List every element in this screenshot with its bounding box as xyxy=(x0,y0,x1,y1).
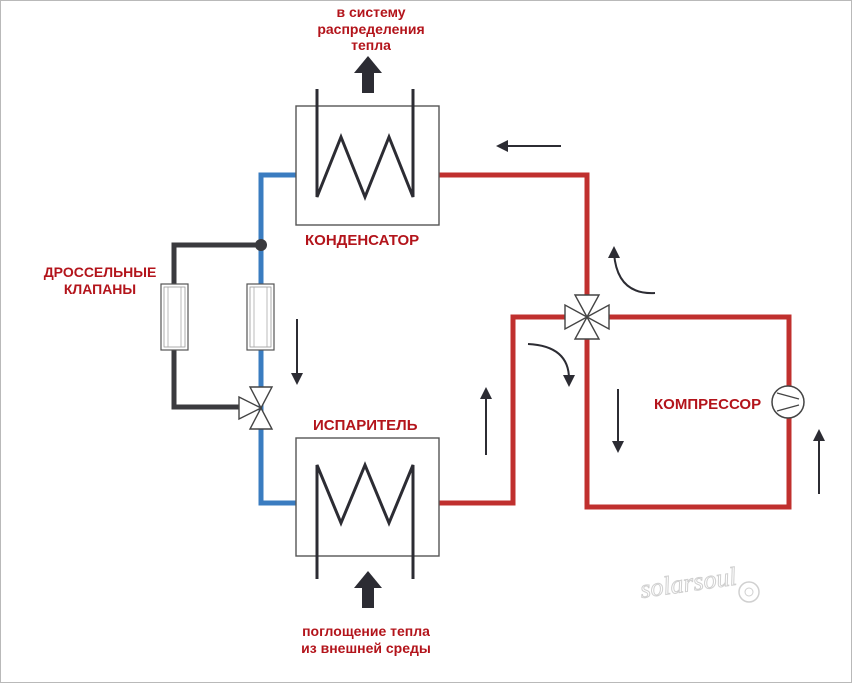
evaporator xyxy=(295,437,440,579)
flow-arrow-top-left xyxy=(496,140,561,152)
throttle-valve-left xyxy=(160,283,189,351)
throttle-label-line1: ДРОССЕЛЬНЫЕ xyxy=(43,264,157,280)
condenser xyxy=(295,89,440,226)
top-label-line2: распределения xyxy=(317,20,425,37)
hot-pipe-evaporator xyxy=(439,314,566,506)
flow-arrow-curve-up xyxy=(608,246,656,295)
compressor-label: КОМПРЕССОР xyxy=(654,396,762,413)
three-way-valve-right xyxy=(564,294,610,340)
bottom-label-line1: поглощение тепла xyxy=(302,623,430,639)
top-label-line1: в систему xyxy=(336,4,406,20)
bottom-label-line2: из внешней среды xyxy=(301,639,431,656)
hot-pipe-condenser xyxy=(439,172,590,301)
flow-arrow-up-evaporator xyxy=(480,387,492,455)
flow-arrow-down-return xyxy=(612,389,624,453)
top-label-line3: тепла xyxy=(351,37,391,54)
heat-absorption-label: поглощение тепла из внешней среды xyxy=(281,623,451,656)
heat-output-arrow xyxy=(354,56,382,93)
throttle-valve-right xyxy=(246,283,275,351)
compressor xyxy=(771,385,805,419)
hot-pipe-compressor-loop xyxy=(609,314,792,387)
throttle-valves-label: ДРОССЕЛЬНЫЕ КЛАПАНЫ xyxy=(27,264,173,297)
condenser-label: КОНДЕНСАТОР xyxy=(305,232,420,249)
evaporator-label: ИСПАРИТЕЛЬ xyxy=(313,417,418,434)
three-way-valve-left xyxy=(238,386,274,430)
heat-distribution-label: в систему распределения тепла xyxy=(301,4,441,54)
pipe-junction xyxy=(255,239,267,251)
hot-pipe-return xyxy=(584,333,792,510)
flow-arrow-curve-down xyxy=(527,343,575,387)
throttle-label-line2: КЛАПАНЫ xyxy=(63,280,137,297)
heat-input-arrow xyxy=(354,571,382,608)
watermark-text: solarsoul xyxy=(638,562,738,604)
solarsoul-watermark: solarsoul xyxy=(638,561,760,604)
flow-arrow-up-compressor xyxy=(813,429,825,494)
flow-arrow-down-blue xyxy=(291,319,303,385)
